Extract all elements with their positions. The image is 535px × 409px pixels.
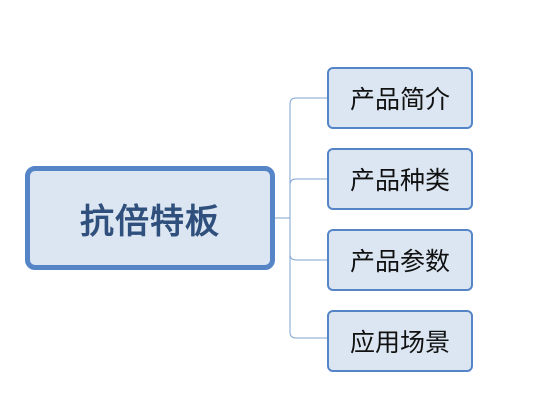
- child-node-product-types[interactable]: 产品种类: [327, 148, 473, 210]
- child-node-applications[interactable]: 应用场景: [327, 310, 473, 372]
- connector-branch-2: [289, 178, 327, 186]
- child-node-label: 产品参数: [349, 247, 450, 276]
- root-node-label: 抗倍特板: [80, 201, 220, 242]
- child-node-label: 产品种类: [349, 166, 450, 195]
- connector-branch-3: [289, 253, 327, 261]
- connector-branch-1: [289, 97, 327, 339]
- child-node-product-intro[interactable]: 产品简介: [327, 67, 473, 129]
- child-node-product-params[interactable]: 产品参数: [327, 229, 473, 291]
- child-node-label: 产品简介: [349, 85, 450, 114]
- child-node-label: 应用场景: [349, 328, 450, 357]
- root-node[interactable]: 抗倍特板: [25, 166, 275, 270]
